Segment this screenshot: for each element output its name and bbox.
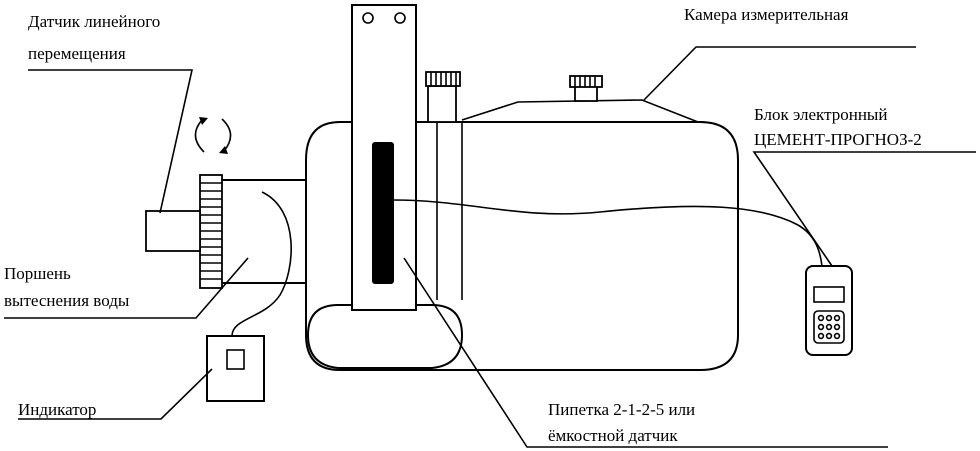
text-labels: Датчик линейного перемещения Поршень выт…: [4, 5, 922, 445]
piston-assembly: [145, 174, 307, 289]
cables: [231, 191, 823, 337]
label-piston-1: Поршень: [4, 264, 71, 283]
measuring-chamber: [305, 99, 739, 371]
label-chamber: Камера измерительная: [684, 5, 849, 24]
label-pipette-1: Пипетка 2-1-2-5 или: [548, 400, 695, 419]
label-electronic-unit-2: ЦЕМЕНТ-ПРОГНОЗ-2: [754, 130, 922, 149]
label-displacement-sensor-2: перемещения: [28, 44, 126, 63]
label-indicator: Индикатор: [18, 400, 96, 419]
top-cap-right: [569, 75, 603, 102]
label-electronic-unit-1: Блок электронный: [754, 105, 887, 124]
label-displacement-sensor-1: Датчик линейного: [28, 12, 160, 31]
indicator-box: [206, 335, 265, 402]
label-pipette-2: ёмкостной датчик: [548, 426, 678, 445]
electronic-unit: [805, 265, 853, 356]
leader-lines: [4, 46, 976, 448]
rotation-arrows-icon: [194, 117, 232, 154]
label-piston-2: вытеснения воды: [4, 291, 130, 310]
top-cap-left: [425, 71, 461, 123]
pipette: [351, 4, 417, 311]
